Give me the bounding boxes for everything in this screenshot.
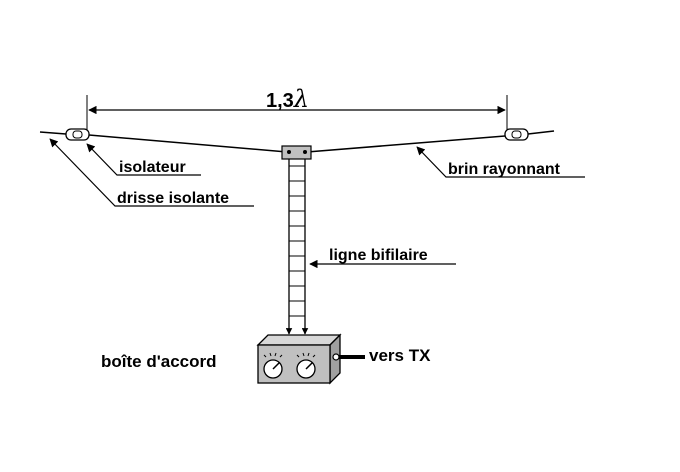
leader-drisse [49,138,254,207]
label-brin-rayonnant: brin rayonnant [448,161,561,178]
halyard-left [39,131,67,135]
halyard-right [527,130,555,135]
length-dimension: 1,3λ [86,85,508,135]
label-drisse-isolante: drisse isolante [117,190,229,207]
tx-connector [332,353,340,361]
label-isolateur: isolateur [119,159,186,176]
wire-left [88,134,288,153]
insulator-icon [504,128,529,141]
leader-lines [49,138,585,269]
label-ligne-bifilaire: ligne bifilaire [329,247,428,264]
label-boite-accord: boîte d'accord [101,352,217,371]
tuner-box [256,333,365,385]
center-insulator [281,145,312,160]
label-vers-tx: vers TX [369,346,431,365]
tuning-knob-icon [263,352,283,379]
wire-right [306,135,506,153]
insulator-icon [65,128,90,141]
leader-isolateur [86,143,201,176]
dipole-wires [39,130,555,153]
dimension-label: 1,3λ [266,85,309,113]
ladder-line [285,159,309,335]
tuning-knob-icon [296,352,316,379]
leader-brin [416,146,585,178]
tuner-box-top [256,334,342,346]
